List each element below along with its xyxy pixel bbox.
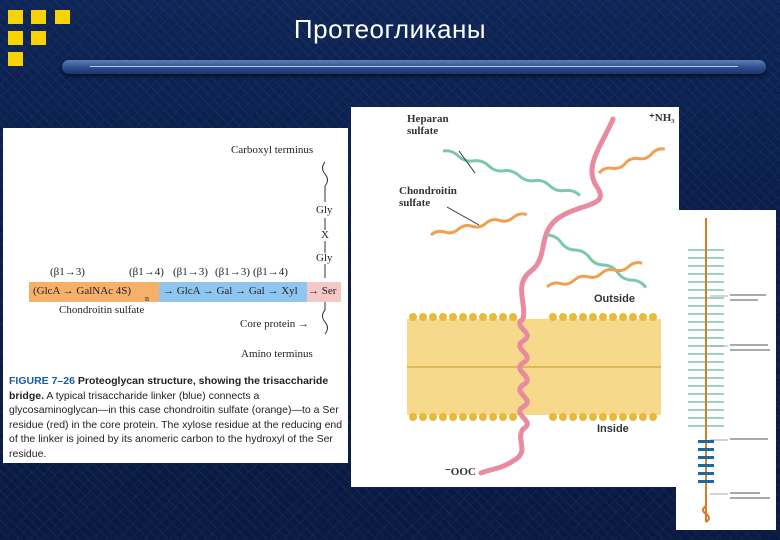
sequence-diagram	[688, 218, 770, 523]
gly-top-label: Gly	[316, 204, 333, 216]
figure-left-panel: Carboxyl terminus Gly X Gly (β1→3) (β1→4…	[3, 128, 348, 463]
chondroitin-label: Chondroitin sulfate	[59, 304, 145, 316]
linkage-label: (β1→3)	[173, 266, 208, 278]
heparan-label: Heparan sulfate	[407, 113, 449, 137]
title-underline-bar	[62, 60, 766, 74]
core-chain-lines	[322, 161, 328, 335]
cooh-label: ⁻OOC	[445, 466, 476, 478]
core-protein-label: Core protein →	[240, 318, 310, 330]
carboxyl-terminus-label: Carboxyl terminus	[231, 144, 314, 156]
amino-terminus-label: Amino terminus	[241, 348, 313, 360]
repeat-n-label: n	[145, 294, 149, 303]
chain-blue-segment	[159, 282, 307, 302]
caption-title: Proteoglycan structure, showing the tris…	[9, 375, 329, 402]
linkage-label: (β1→3)	[215, 266, 250, 278]
chain-red-segment	[307, 282, 341, 302]
gly-bottom-label: Gly	[316, 252, 333, 264]
linkage-label: (β1→3)	[50, 266, 85, 278]
chondroitin-chain	[430, 212, 528, 237]
lipid-bilayer	[407, 313, 661, 421]
linkage-label: (β1→4)	[253, 266, 288, 278]
chondroitin-chain	[597, 147, 666, 175]
linkage-label: (β1→4)	[129, 266, 164, 278]
heparan-chain	[546, 233, 648, 289]
slide-title: Протеогликаны	[293, 14, 487, 44]
chondroitin-center-label: Chondroitin sulfate	[399, 185, 457, 209]
proteoglycan-illustration	[407, 116, 666, 476]
figure-center-panel: Heparan sulfate ⁺NH₃ Chondroitin sulfate…	[351, 107, 679, 487]
inside-label: Inside	[597, 423, 629, 435]
nh3-label: ⁺NH₃	[649, 112, 675, 124]
chain-orange-label: (GlcA → GalNAc 4S)	[33, 285, 132, 297]
chain-orange-segment	[29, 282, 159, 302]
caption-body: A typical trisaccharide linker (blue) co…	[9, 389, 343, 460]
chain-blue-label: → GlcA → Gal → Gal → Xyl	[163, 285, 298, 297]
caption-figure-label: FIGURE 7–26	[9, 375, 75, 387]
chondroitin-chain	[545, 261, 643, 289]
figure-caption: FIGURE 7–26 Proteoglycan structure, show…	[9, 374, 343, 461]
outside-label: Outside	[594, 293, 635, 305]
core-protein-chain	[478, 116, 616, 476]
x-label: X	[321, 229, 329, 241]
figure-right-panel	[676, 210, 776, 530]
chain-red-label: → Ser	[308, 285, 337, 297]
